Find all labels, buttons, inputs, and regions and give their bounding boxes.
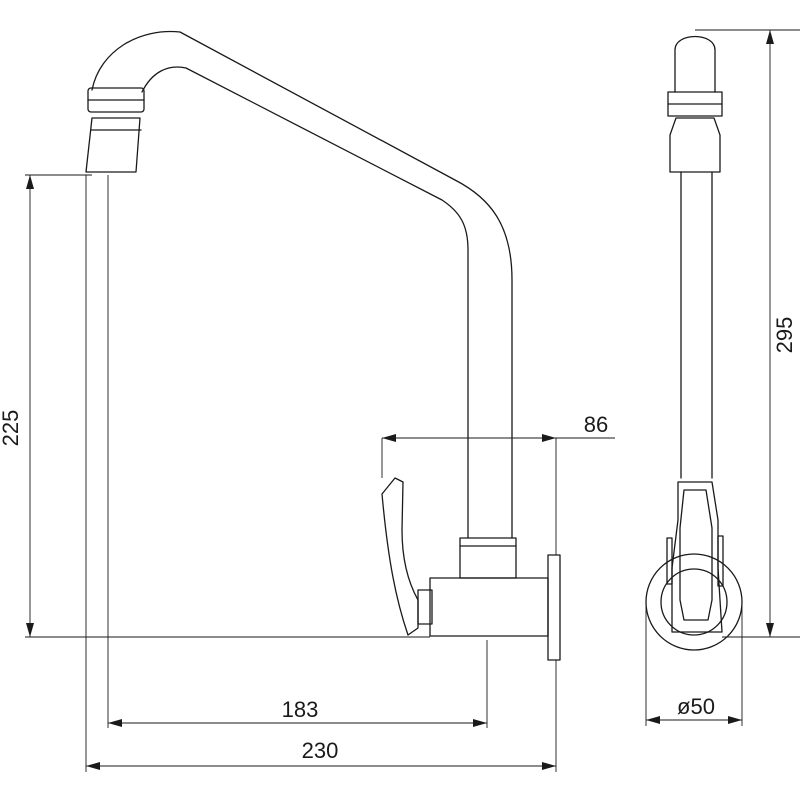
dimension-diameter-50: ø50 [645,600,743,726]
dimension-183-label: 183 [282,697,319,722]
spout-outer-line [91,30,513,539]
faucet-front-view [85,30,561,661]
dimension-diameter-50-label: ø50 [677,694,715,719]
dimension-183: 183 [107,175,488,728]
body-collar [459,537,517,579]
dimension-295-label: 295 [772,317,797,354]
lever-handle [381,477,419,636]
side-aerator [669,117,721,173]
wall-flange [547,554,561,661]
side-top-cap [674,36,716,93]
dimension-86: 86 [381,412,615,555]
dimension-86-label: 86 [584,412,608,437]
dimension-225-label: 225 [0,410,23,447]
dimension-225: 225 [0,174,430,638]
dimension-230: 230 [85,175,557,772]
faucet-side-view [645,36,743,651]
valve-body [429,577,549,637]
aerator [85,117,141,173]
dimension-230-label: 230 [302,738,339,763]
dimension-295: 295 [695,29,800,638]
spout-inner-line [141,66,469,539]
side-rosette-inner [660,568,728,636]
side-lever [671,481,723,633]
